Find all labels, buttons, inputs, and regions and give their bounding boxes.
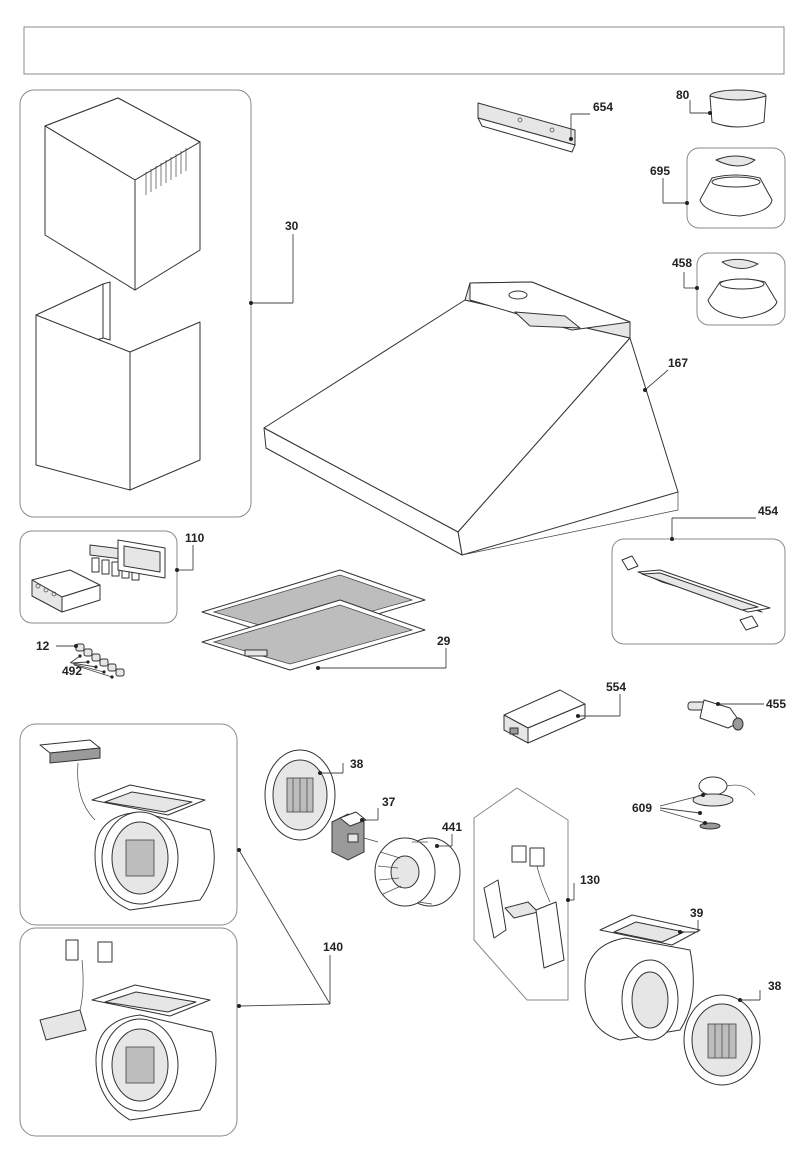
label-37: 37	[382, 795, 396, 809]
part-554-transformer	[503, 689, 586, 744]
part-654-bracket	[477, 102, 576, 153]
part-38-upper-cover-plate	[264, 749, 336, 841]
label-654: 654	[593, 100, 613, 114]
part-492-leaders	[69, 654, 114, 679]
label-29: 29	[437, 634, 451, 648]
part-12-knobs	[75, 643, 125, 677]
label-38-lower: 38	[768, 979, 782, 993]
label-12: 12	[36, 639, 50, 653]
part-130-wiring	[473, 787, 569, 1001]
part-695-flange	[686, 147, 786, 229]
label-38-upper: 38	[350, 757, 364, 771]
part-110-control-panel	[19, 530, 178, 624]
label-458: 458	[672, 256, 692, 270]
part-37-motor	[331, 811, 379, 861]
part-167-hood	[263, 281, 679, 556]
part-458-flange	[696, 252, 786, 326]
label-455: 455	[766, 697, 786, 711]
part-29-grease-filters	[201, 569, 426, 671]
label-695: 695	[650, 164, 670, 178]
chimney-vent-slots	[145, 148, 187, 195]
label-492: 492	[62, 664, 82, 678]
label-30: 30	[285, 219, 299, 233]
label-80: 80	[676, 88, 690, 102]
part-609-light-assembly	[692, 776, 756, 830]
label-441: 441	[442, 820, 462, 834]
label-39: 39	[690, 906, 704, 920]
part-441-fan-wheel	[374, 837, 461, 907]
part-455-lamp-holder	[687, 699, 744, 731]
part-80-collar	[709, 89, 767, 128]
part-30-chimney	[19, 89, 252, 518]
label-167: 167	[668, 356, 688, 370]
part-140-motor-assembly-upper	[19, 723, 238, 926]
label-140: 140	[323, 940, 343, 954]
label-130: 130	[580, 873, 600, 887]
part-38-lower-cover-plate	[683, 994, 761, 1086]
header-title-box	[23, 26, 785, 75]
part-454-lamp-cover	[611, 538, 786, 645]
label-454: 454	[758, 504, 778, 518]
label-110: 110	[185, 531, 205, 545]
part-140-motor-assembly-lower	[19, 927, 238, 1137]
part-39-blower-housing	[584, 914, 701, 1041]
label-554: 554	[606, 680, 626, 694]
label-609: 609	[632, 801, 652, 815]
